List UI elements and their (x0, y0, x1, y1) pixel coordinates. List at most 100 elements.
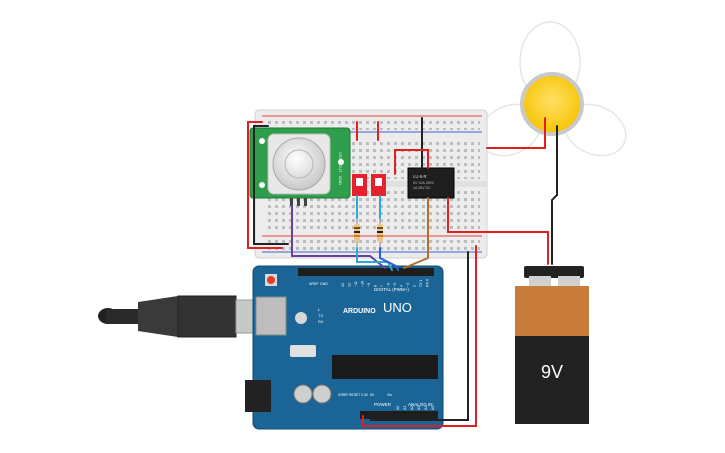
led-l-label: L (318, 307, 321, 312)
pir-label-vcc: VCC (338, 152, 343, 161)
dc-power-jack (245, 380, 271, 412)
power-label: POWER (374, 402, 392, 407)
arduino-usb-port (255, 296, 287, 336)
analog-pin-label: A1 (403, 406, 407, 410)
wire-red-relay-battery[interactable] (447, 197, 549, 265)
usb-plug-housing (177, 295, 237, 338)
relay-text-line3: 1A 28V DC (413, 186, 431, 190)
relay-body (407, 167, 455, 199)
capacitor-2 (312, 384, 332, 404)
resistor-left-band-2 (354, 231, 360, 233)
pir-label-out: OUT (338, 164, 343, 173)
analog-pin-label: A0 (396, 406, 400, 410)
arduino-uno[interactable]: ARDUINO UNO DIGITAL (PWM~) POWER ANALOG … (245, 265, 444, 430)
battery-terminal-neg (529, 276, 551, 286)
digital-pin-label: 4 (400, 285, 404, 287)
resistor-right-band-1 (377, 227, 383, 229)
wire-brown-relay-signal[interactable] (403, 197, 429, 269)
usb-plug-body (138, 296, 178, 337)
gnd-label: GND (320, 282, 328, 286)
bulb-glass (520, 72, 584, 136)
light-bulb[interactable] (471, 21, 634, 165)
wire-red-5v[interactable] (362, 245, 477, 427)
resistor-right[interactable] (377, 218, 383, 248)
digital-pin-label: ~3 (406, 283, 410, 287)
led-rx-label: RX (318, 319, 324, 324)
pir-pin-2 (297, 198, 300, 206)
pir-mount-hole-bottom (259, 182, 265, 188)
analog-pin-label: A3 (417, 406, 421, 410)
wire-red-relay-switch[interactable] (394, 149, 429, 175)
ioref-label: IOREF (338, 393, 348, 397)
digital-header (298, 268, 434, 276)
relay-text-line2: 5V 10A 250V (413, 181, 435, 185)
usb-cable-strain (106, 309, 140, 324)
reset-button[interactable] (267, 276, 275, 284)
voltage-regulator (290, 345, 316, 357)
v5-label: 5V (370, 393, 375, 397)
dip-switch-right-toggle[interactable] (375, 178, 382, 186)
arduino-mount-hole (295, 312, 307, 324)
vin-label: Vin (387, 393, 392, 397)
dip-switch-left-toggle[interactable] (356, 178, 363, 186)
pir-mount-hole-right (338, 159, 344, 165)
breadboard-holes-rail-top (264, 118, 480, 130)
dip-switch-pair[interactable] (352, 174, 386, 196)
arduino-model: UNO (383, 300, 412, 315)
usb-cable[interactable] (98, 295, 267, 338)
battery-clip (524, 266, 584, 278)
arduino-brand: ARDUINO (343, 308, 376, 315)
pir-sensor[interactable]: VCC OUT GND (249, 127, 351, 206)
resistor-right-band-3 (377, 235, 383, 237)
pir-fresnel-lens (272, 137, 326, 191)
digital-label: DIGITAL (PWM~) (374, 287, 409, 292)
digital-pin-label: 2 (413, 285, 417, 287)
relay-text-line1: LU-5-R (413, 174, 427, 179)
digital-pin-label: ~6 (387, 283, 391, 287)
digital-pin-label: ~5 (393, 283, 397, 287)
atmega-chip (332, 355, 438, 379)
resistor-left[interactable] (354, 218, 360, 248)
digital-pin-label: 8 (374, 285, 378, 287)
led-tx-label: TX (318, 313, 323, 318)
wire-blue-to-arduino[interactable] (379, 247, 399, 271)
analog-label: ANALOG IN (408, 402, 433, 407)
pir-pin-1 (290, 198, 293, 206)
breadboard-holes-rail-bottom (264, 238, 480, 250)
relay-module[interactable]: LU-5-R 5V 10A 250V 1A 28V DC (407, 167, 455, 199)
wire-cyan-to-arduino[interactable] (356, 247, 393, 271)
pir-pin-3 (304, 198, 307, 206)
capacitor-1 (293, 384, 313, 404)
wire-black-pir-gnd[interactable] (253, 125, 289, 245)
analog-pin-label: A4 (424, 406, 428, 410)
digital-pin-label: 7 (380, 285, 384, 287)
digital-pin-label: ~9 (367, 283, 371, 287)
analog-pin-label: A5 (431, 406, 435, 410)
pir-label-gnd: GND (338, 176, 343, 185)
digital-pin-label: 13 (341, 283, 345, 287)
resistor-left-band-1 (354, 227, 360, 229)
resistor-left-band-3 (354, 235, 360, 237)
digital-pin-label: TX 1 (419, 279, 423, 287)
battery-terminal-pos (558, 276, 580, 286)
analog-pin-label: A2 (410, 406, 414, 410)
pir-mount-hole-top (259, 138, 265, 144)
battery-label: 9V (541, 362, 563, 382)
power-analog-header (360, 411, 438, 419)
resistor-right-band-2 (377, 231, 383, 233)
aref-label: AREF (309, 282, 319, 286)
v33-label: 3.3V (361, 393, 369, 397)
reset-label: RESET (349, 393, 360, 397)
battery-9v[interactable]: 9V (515, 266, 589, 424)
digital-pin-label: RX 0 (426, 279, 430, 287)
digital-pin-label: 12 (348, 283, 352, 287)
wire-red-bulb[interactable] (486, 117, 546, 149)
wire-black-bulb-battery[interactable] (551, 125, 558, 265)
wire-red-pir-vcc[interactable] (247, 121, 283, 249)
pir-lens-ring (284, 149, 314, 179)
wire-black-gnd[interactable] (370, 251, 469, 421)
digital-pin-label: ~11 (354, 281, 358, 287)
